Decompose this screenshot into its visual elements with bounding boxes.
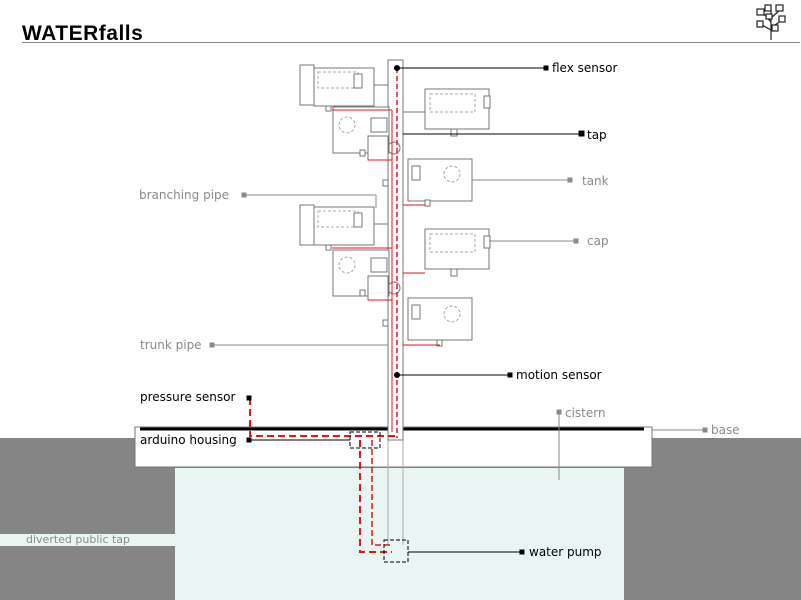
label-cap: cap <box>587 234 609 248</box>
tank-unit-right-1 <box>403 88 491 137</box>
tank-unit-right-4 <box>407 297 473 347</box>
pump-pipe <box>387 440 404 545</box>
page-title: WATERfalls <box>22 22 144 45</box>
label-motion-sensor: motion sensor <box>516 368 602 382</box>
label-branching-pipe: branching pipe <box>139 188 229 202</box>
tank-unit-left-3 <box>299 204 388 249</box>
label-water-pump: water pump <box>529 545 602 559</box>
cistern-water <box>175 468 624 600</box>
trunk-pipe <box>387 59 404 441</box>
tank-unit-left-4 <box>332 249 401 301</box>
label-cistern: cistern <box>565 406 606 420</box>
tank-unit-left-1 <box>299 64 388 110</box>
label-diverted-public-tap: diverted public tap <box>26 533 130 546</box>
title-divider <box>22 42 800 43</box>
label-base: base <box>711 423 740 437</box>
tank-unit-left-2 <box>332 106 401 161</box>
label-tap: tap <box>587 128 607 142</box>
tree-icon <box>756 4 786 40</box>
label-tank: tank <box>582 174 609 188</box>
left-taps <box>325 105 389 327</box>
label-flex-sensor: flex sensor <box>552 61 617 75</box>
label-arduino-housing: arduino housing <box>140 433 237 447</box>
tank-unit-right-2 <box>407 158 473 207</box>
label-pressure-sensor: pressure sensor <box>140 390 235 404</box>
tank-unit-right-3 <box>424 228 491 277</box>
label-trunk-pipe: trunk pipe <box>140 338 202 352</box>
water-pump-box <box>383 539 409 563</box>
leader-lines-grey <box>209 177 708 480</box>
diverted-tap-channel <box>0 534 175 546</box>
leader-lines <box>246 65 585 555</box>
